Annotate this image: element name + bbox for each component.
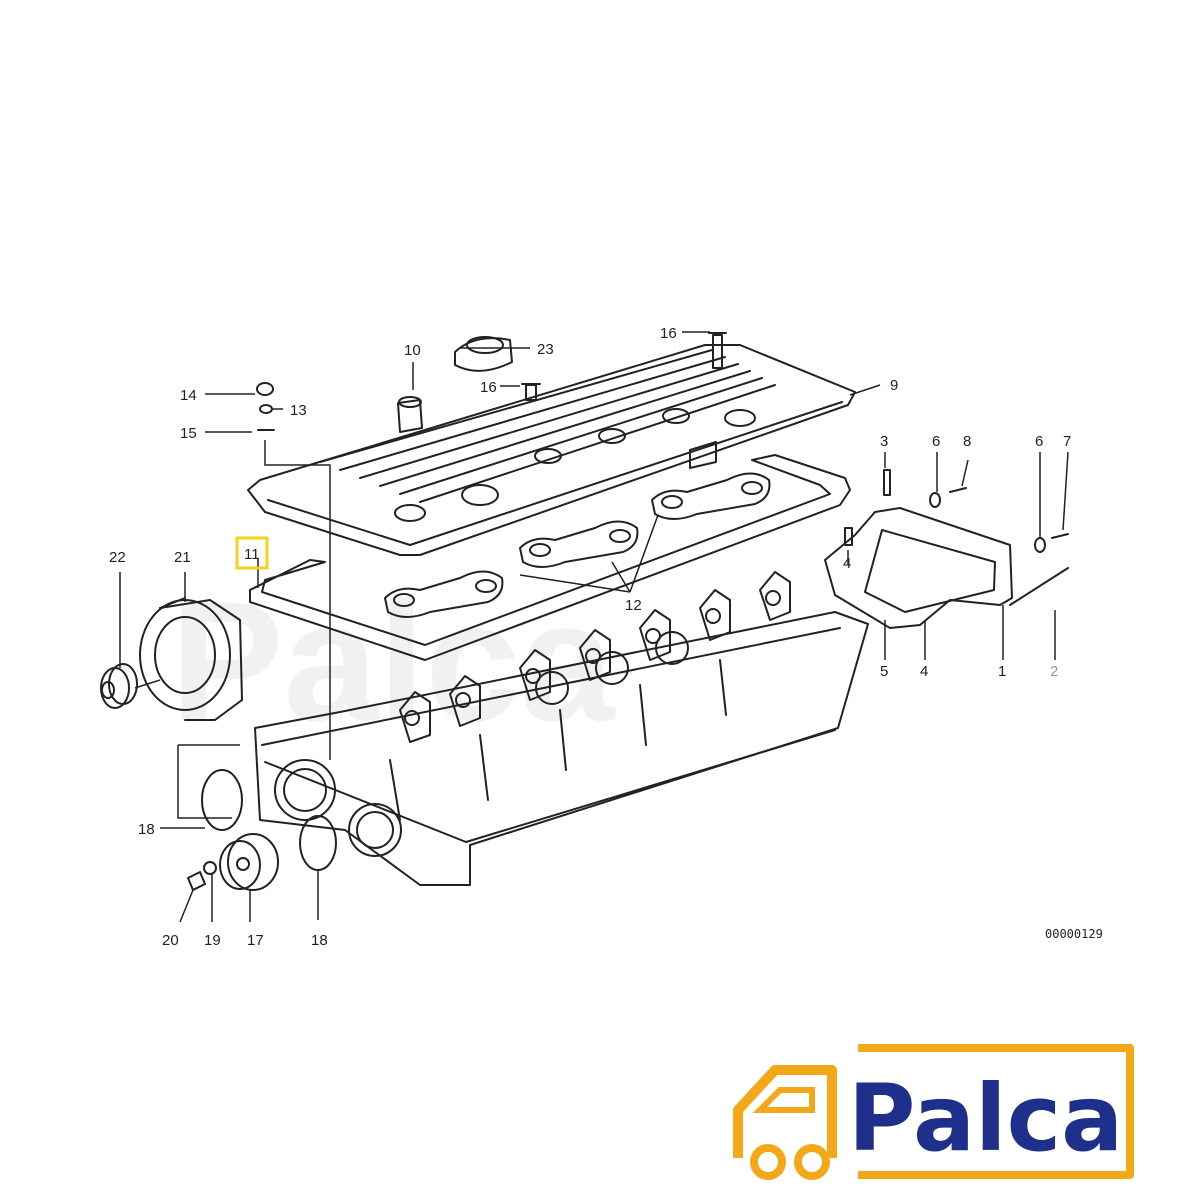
leader-lines [119,331,1069,923]
timing-housing-cover [824,507,1013,629]
cap-nut [256,382,274,396]
plug-screw [187,871,206,891]
spark-plug-seals [384,472,771,618]
shaft-seal [100,663,138,709]
timing-housing-inner [864,529,996,613]
grommet [397,396,423,433]
callout-10: 10 [404,342,421,359]
callout-7: 7 [1063,433,1071,450]
o-ring-right [299,815,337,871]
callout-11-highlight [235,536,269,570]
callout-16-lower: 16 [480,379,497,396]
callout-6-b: 6 [1035,433,1043,450]
washer-6-a [929,492,941,508]
callout-2: 2 [1050,663,1058,680]
valve-cover-gasket [249,454,851,661]
callout-9: 9 [890,377,898,394]
bolt-4-top [844,527,853,546]
callout-4-bottom: 4 [920,663,928,680]
callout-1: 1 [998,663,1006,680]
callout-6-a: 6 [932,433,940,450]
o-ring-left [201,769,243,831]
callout-23: 23 [537,341,554,358]
brand-logo: Palca [733,1044,1134,1180]
bolt-7 [1051,533,1069,539]
washer [203,861,217,875]
valve-cover [247,344,856,556]
washer-6-b [1034,537,1046,553]
seal-ring [259,404,273,414]
callout-16-upper: 16 [660,325,677,342]
stud-bolt-long [708,332,727,369]
callout-5: 5 [880,663,888,680]
callout-12: 12 [625,597,642,614]
cylinder-head [254,571,869,886]
callout-18-left: 18 [138,821,155,838]
callout-18-right: 18 [311,932,328,949]
stud-bolt [521,383,541,401]
callout-3: 3 [880,433,888,450]
callout-20: 20 [162,932,179,949]
callouts: 14 13 15 10 23 16 16 9 3 6 8 6 7 4 5 4 1… [109,325,1071,949]
callout-4-top: 4 [843,555,851,572]
callout-17: 17 [247,932,264,949]
oil-filler-cap [454,336,513,372]
callout-21: 21 [174,549,191,566]
watermark: Palca [170,567,616,757]
end-cap [219,833,279,891]
bolt-3 [883,469,891,496]
callout-11: 11 [244,546,260,563]
diagram-part-number: 00000129 [1045,927,1103,941]
callout-22: 22 [109,549,126,566]
logo-frame [858,1044,1134,1179]
brand-name: Palca [848,1065,1123,1172]
pin-2 [1009,567,1069,606]
callout-14: 14 [180,387,197,404]
callout-19: 19 [204,932,221,949]
callout-8: 8 [963,433,971,450]
callout-15: 15 [180,425,197,442]
callout-13: 13 [290,402,307,419]
truck-icon [733,1065,837,1180]
bolt-8 [949,487,967,493]
